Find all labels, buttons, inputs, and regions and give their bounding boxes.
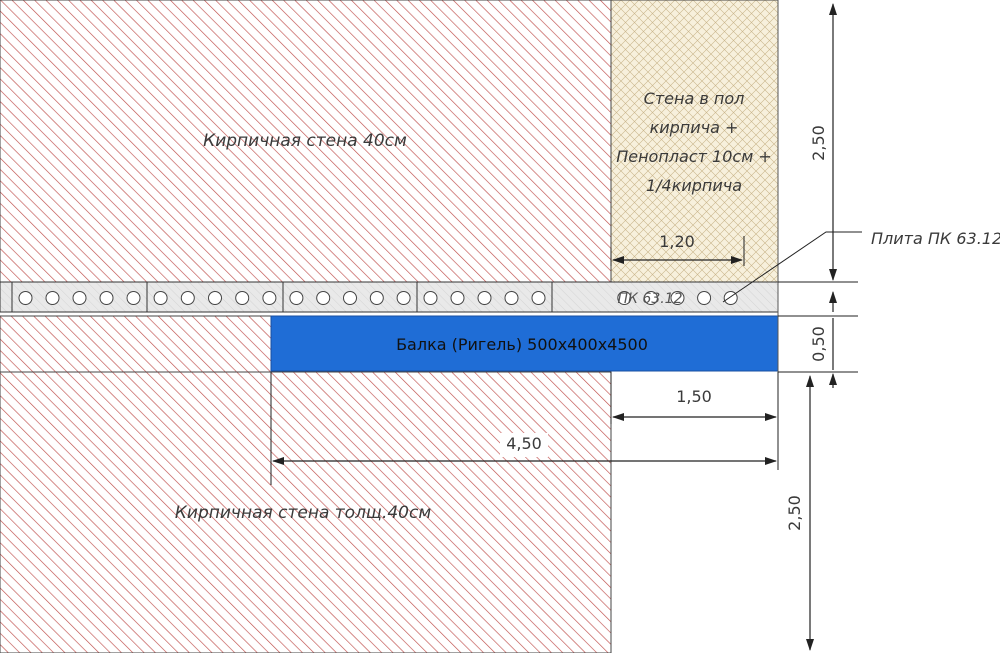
brick-wall-lower xyxy=(0,371,612,653)
label-composite-wall-4: 1/4кирпича xyxy=(646,176,742,195)
label-composite-wall-3: Пенопласт 10см + xyxy=(616,147,772,166)
label-brick-wall-top: Кирпичная стена 40см xyxy=(203,131,407,151)
hole-circle-icon xyxy=(153,291,168,305)
hole-circle-icon xyxy=(643,291,658,305)
dim-wall-top-value: 2,50 xyxy=(809,125,828,161)
hole-circle-icon xyxy=(531,291,546,305)
hole-circle-icon xyxy=(262,291,277,305)
hole-circle-icon xyxy=(450,291,465,305)
hole-circle-icon xyxy=(18,291,33,305)
hole-circle-icon xyxy=(617,291,632,305)
composite-wall-upper xyxy=(610,0,779,283)
label-composite-wall-2: кирпича + xyxy=(650,118,739,137)
hole-circle-icon xyxy=(369,291,384,305)
hole-circle-icon xyxy=(343,291,357,305)
hollow-core-slab xyxy=(0,281,779,313)
hole-circle-icon xyxy=(670,291,685,305)
label-composite-wall-1: Стена в пол xyxy=(644,89,745,108)
label-slab-callout: Плита ПК 63.12 xyxy=(871,229,1000,248)
hole-circle-icon xyxy=(45,291,60,305)
hole-circle-icon xyxy=(126,291,141,305)
hole-circle-icon xyxy=(316,291,331,305)
hole-circle-icon xyxy=(180,291,195,305)
dim-beam-height-value: 0,50 xyxy=(809,326,828,362)
label-beam: Балка (Ригель) 500х400х4500 xyxy=(396,335,648,354)
brick-wall-beam-row xyxy=(0,315,272,373)
brick-wall-upper xyxy=(0,0,612,283)
hole-circle-icon xyxy=(697,291,712,305)
label-brick-wall-bottom: Кирпичная стена толщ.40см xyxy=(175,503,431,523)
hole-circle-icon xyxy=(72,291,87,305)
dim-beam-length-value: 4,50 xyxy=(506,434,542,453)
hole-circle-icon xyxy=(99,291,114,305)
hole-circle-icon xyxy=(289,291,304,305)
hole-circle-icon xyxy=(423,291,438,305)
dim-beam-bearing-value: 1,50 xyxy=(676,387,712,406)
hole-circle-icon xyxy=(477,291,492,305)
label-slab-inline: ПК 63.12 xyxy=(618,291,683,307)
hole-circle-icon xyxy=(396,291,411,305)
hole-circle-icon xyxy=(235,291,250,305)
hole-circle-icon xyxy=(504,291,519,305)
dim-slab-bearing-value: 1,20 xyxy=(659,232,695,251)
slab-callout-leader xyxy=(722,231,862,303)
beam xyxy=(270,315,779,372)
dim-wall-bottom-value: 2,50 xyxy=(785,495,804,531)
hole-circle-icon xyxy=(208,291,222,305)
